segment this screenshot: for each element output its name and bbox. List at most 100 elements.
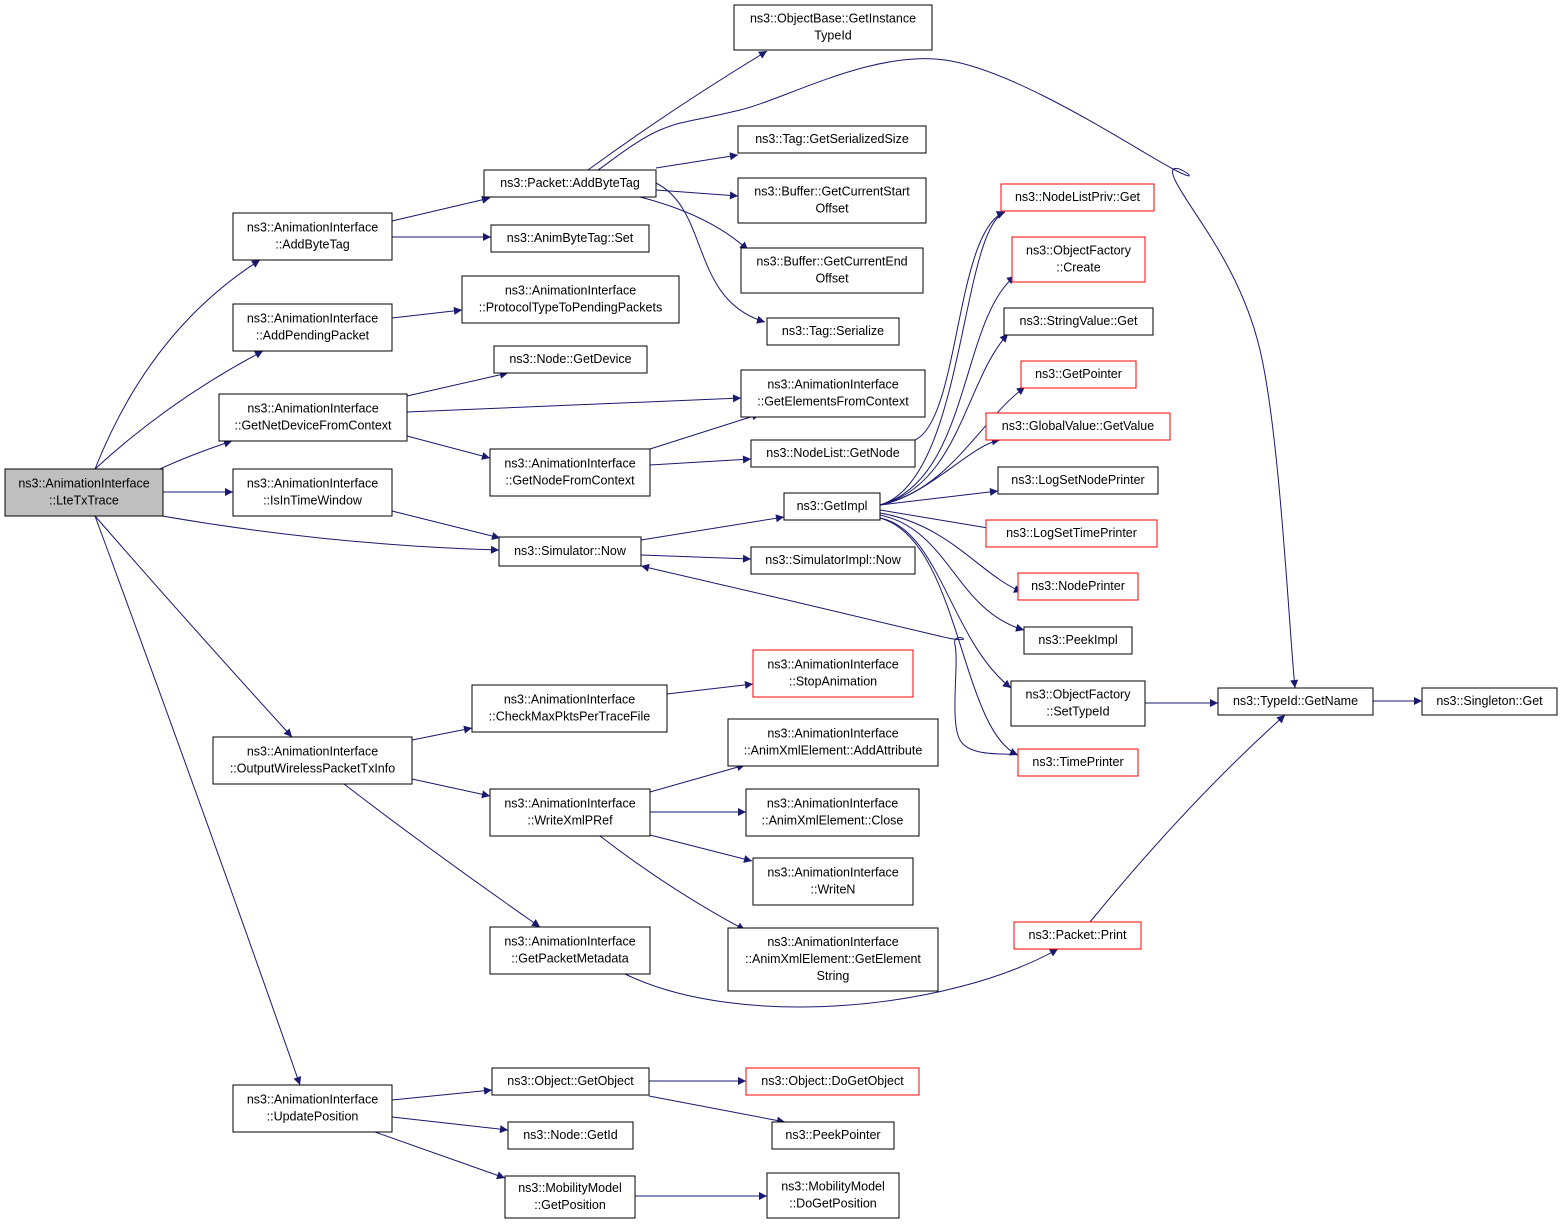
edge-arrow [649,834,753,863]
node-label: ::SetTypeId [1046,705,1109,719]
node-simImplNow[interactable]: ns3::SimulatorImpl::Now [750,546,916,575]
node-box [489,448,651,497]
edge-arrow [879,512,1023,593]
node-nodeListGetNode[interactable]: ns3::NodeList::GetNode [750,439,916,468]
node-nodePrinter[interactable]: ns3::NodePrinter [1017,572,1139,601]
edge-objectGetObject-to-peekPointer [648,1095,786,1125]
edge-arrow [640,563,1019,756]
node-label: ns3::AnimationInterface [767,935,898,949]
node-box [771,1121,895,1150]
node-outputWireless[interactable]: ns3::AnimationInterface::OutputWirelessP… [212,736,413,785]
node-checkMaxPkts[interactable]: ns3::AnimationInterface::CheckMaxPktsPer… [471,684,668,733]
node-packetAddByteTag[interactable]: ns3::Packet::AddByteTag [483,169,657,198]
node-mobGetPosition[interactable]: ns3::MobilityModel::GetPosition [504,1175,636,1219]
node-label: Offset [815,272,849,286]
node-label: ns3::NodeListPriv::Get [1015,190,1141,204]
node-addByteTag[interactable]: ns3::AnimationInterface::AddByteTag [232,212,393,261]
node-label: ns3::AnimationInterface [504,457,635,471]
node-label: ns3::LogSetNodePrinter [1011,473,1144,487]
node-logSetNodePrinter[interactable]: ns3::LogSetNodePrinter [997,466,1159,495]
edge-updatePosition-to-mobGetPosition [374,1131,506,1180]
edge-arrow [391,306,463,319]
edge-arrow [406,370,509,397]
node-peekImpl[interactable]: ns3::PeekImpl [1023,626,1133,655]
edge-root-to-simulatorNow [161,515,500,554]
node-label: ::LteTxTrace [49,494,119,508]
node-writeXmlPRef[interactable]: ns3::AnimationInterface::WriteXmlPRef [489,788,651,837]
node-box [750,546,916,575]
edge-packetAddByteTag-to-objBaseGetInstance [587,50,768,171]
node-box [740,369,926,418]
node-label: ns3::StringValue::Get [1020,314,1138,328]
node-xmlGetElemStr[interactable]: ns3::AnimationInterface::AnimXmlElement:… [727,927,939,992]
node-objFactCreate[interactable]: ns3::ObjectFactory::Create [1011,236,1146,283]
node-simulatorNow[interactable]: ns3::Simulator::Now [498,536,642,567]
edge-packetAddByteTag-to-tagGetSerSize [655,152,739,169]
edge-root-to-addByteTag [94,259,261,470]
node-objectGetObject[interactable]: ns3::Object::GetObject [491,1067,650,1096]
node-writeN[interactable]: ns3::AnimationInterface::WriteN [752,857,914,906]
node-box [1217,687,1374,716]
node-logSetTimePrinter[interactable]: ns3::LogSetTimePrinter [985,519,1158,548]
node-root[interactable]: ns3::AnimationInterface::LteTxTrace [4,468,164,517]
node-nodeGetDevice[interactable]: ns3::Node::GetDevice [493,345,648,374]
node-stopAnimation[interactable]: ns3::AnimationInterface::StopAnimation [752,649,914,698]
node-getImpl[interactable]: ns3::GetImpl [783,492,881,521]
edge-packetPrint-to-typeIdGetName [1089,714,1286,923]
node-packetPrint[interactable]: ns3::Packet::Print [1013,921,1142,950]
edges-layer [94,50,1422,1200]
node-updatePosition[interactable]: ns3::AnimationInterface::UpdatePosition [232,1084,393,1133]
node-getElemFromCtx[interactable]: ns3::AnimationInterface::GetElementsFrom… [740,369,926,418]
node-nodeGetId[interactable]: ns3::Node::GetId [507,1121,634,1150]
edge-outputWireless-to-checkMaxPkts [411,725,473,741]
node-label: ::AnimXmlElement::AddAttribute [744,744,923,758]
node-box [489,788,651,837]
node-tagSerialize[interactable]: ns3::Tag::Serialize [766,317,900,346]
node-objDoGetObject[interactable]: ns3::Object::DoGetObject [745,1067,920,1096]
node-xmlClose[interactable]: ns3::AnimationInterface::AnimXmlElement:… [745,788,920,837]
edge-arrow [648,1095,786,1125]
node-objFactSetTypeId[interactable]: ns3::ObjectFactory::SetTypeId [1010,680,1146,727]
edge-arrow [879,437,1001,506]
node-xmlAddAttr[interactable]: ns3::AnimationInterface::AnimXmlElement:… [727,718,939,767]
edge-arrow [640,514,785,541]
node-label: ns3::SimulatorImpl::Now [765,553,901,567]
edge-getPacketMetadata-to-packetPrint [624,948,1059,1008]
node-label: ns3::AnimationInterface [247,1093,378,1107]
node-getPacketMetadata[interactable]: ns3::AnimationInterface::GetPacketMetada… [489,926,651,975]
node-getPointer[interactable]: ns3::GetPointer [1020,360,1137,389]
node-box [727,927,939,992]
node-nodeListPrivGet[interactable]: ns3::NodeListPriv::Get [1000,183,1155,212]
node-tagGetSerSize[interactable]: ns3::Tag::GetSerializedSize [737,125,927,154]
node-typeIdGetName[interactable]: ns3::TypeId::GetName [1217,687,1374,716]
node-label: ns3::ObjectFactory [1026,244,1132,258]
node-label: ::GetElementsFromContext [757,395,909,409]
node-timePrinter[interactable]: ns3::TimePrinter [1017,748,1139,777]
node-getNodeFromCtx[interactable]: ns3::AnimationInterface::GetNodeFromCont… [489,448,651,497]
node-label: ns3::PeekPointer [785,1128,880,1142]
node-peekPointer[interactable]: ns3::PeekPointer [771,1121,895,1150]
node-protoTypePending[interactable]: ns3::AnimationInterface::ProtocolTypeToP… [461,275,680,324]
node-label: ns3::AnimationInterface [247,477,378,491]
node-mobDoGetPosition[interactable]: ns3::MobilityModel::DoGetPosition [766,1172,900,1219]
node-stringValueGet[interactable]: ns3::StringValue::Get [1003,307,1154,336]
edge-writeXmlPRef-to-writeN [649,834,753,863]
node-animByteTagSet[interactable]: ns3::AnimByteTag::Set [490,224,650,253]
node-globalValueGet[interactable]: ns3::GlobalValue::GetValue [985,412,1171,441]
edge-updatePosition-to-nodeGetId [391,1116,509,1134]
node-box [489,926,651,975]
node-getNetDevFromCtx[interactable]: ns3::AnimationInterface::GetNetDeviceFro… [218,393,408,442]
node-label: ns3::Singleton::Get [1436,694,1543,708]
edge-arrow [649,412,761,450]
node-singletonGet[interactable]: ns3::Singleton::Get [1421,687,1558,716]
edge-arrow [879,211,1006,506]
edge-getImpl-to-logSetNodePrinter [879,487,999,506]
node-isInTimeWindow[interactable]: ns3::AnimationInterface::IsInTimeWindow [232,468,393,517]
edge-arrow [374,1131,506,1180]
node-label: ns3::Buffer::GetCurrentStart [754,185,910,199]
node-addPendingPacket[interactable]: ns3::AnimationInterface::AddPendingPacke… [232,303,393,352]
edge-getImpl-to-timePrinter [879,517,1019,756]
